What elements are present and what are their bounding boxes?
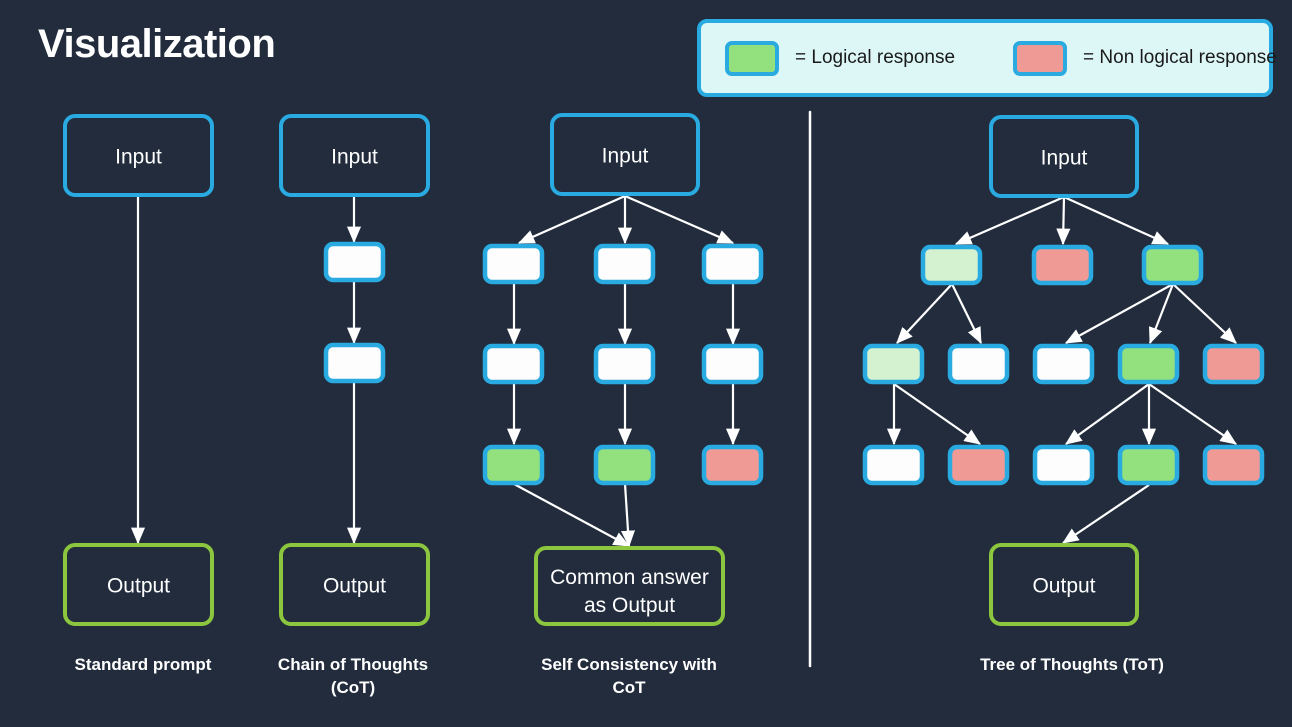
- arrow-self-consistency-with-cot-0: [517, 194, 626, 245]
- node-self-consistency-with-cot-branch-3-step-2[interactable]: [701, 343, 764, 385]
- arrow-tree-of-thoughts-12: [1148, 383, 1237, 445]
- node-label-standard-prompt-output: Output: [107, 575, 170, 598]
- node-tree-of-thoughts-level3-node-1[interactable]: [862, 444, 925, 486]
- page-title: Visualization: [38, 22, 276, 66]
- node-tree-of-thoughts-level1-node-3[interactable]: [1141, 244, 1204, 286]
- node-self-consistency-with-cot-output[interactable]: [534, 546, 725, 626]
- node-self-consistency-with-cot-branch-1-step-1[interactable]: [482, 243, 545, 285]
- arrow-self-consistency-with-cot-10: [620, 483, 636, 548]
- arrow-tree-of-thoughts-10: [1065, 383, 1150, 445]
- node-tree-of-thoughts-level1-node-1[interactable]: [920, 244, 983, 286]
- node-label-self-consistency-with-cot-output: Common answer: [550, 566, 709, 589]
- caption-standard-prompt: Standard prompt: [75, 655, 212, 674]
- node-standard-prompt-output[interactable]: [63, 543, 214, 626]
- node-self-consistency-with-cot-branch-2-step-1[interactable]: [593, 243, 656, 285]
- caption-self-consistency-with-cot: CoT: [612, 678, 646, 697]
- arrow-tree-of-thoughts-2: [1063, 195, 1170, 246]
- node-tree-of-thoughts-level3-node-4[interactable]: [1117, 444, 1180, 486]
- arrow-tree-of-thoughts-13: [1062, 484, 1150, 544]
- node-label-chain-of-thoughts-input: Input: [331, 146, 378, 169]
- arrow-tree-of-thoughts-1: [1056, 196, 1071, 246]
- legend-label-logical: = Logical response: [795, 47, 956, 68]
- node-tree-of-thoughts-level3-node-2[interactable]: [947, 444, 1010, 486]
- node-chain-of-thoughts-thought-2[interactable]: [323, 342, 386, 384]
- arrow-self-consistency-with-cot-2: [624, 194, 735, 245]
- legend-swatch-non-logical: [1013, 40, 1068, 76]
- node-chain-of-thoughts-input[interactable]: [279, 114, 430, 197]
- node-label-self-consistency-with-cot-output: as Output: [584, 594, 675, 617]
- caption-chain-of-thoughts: (CoT): [331, 678, 375, 697]
- node-tree-of-thoughts-output[interactable]: [989, 543, 1139, 626]
- node-tree-of-thoughts-level3-node-3[interactable]: [1032, 444, 1095, 486]
- arrow-tree-of-thoughts-5: [1065, 283, 1174, 344]
- legend-swatch-logical: [725, 40, 779, 76]
- legend-label-non-logical: = Non logical response: [1083, 47, 1277, 68]
- arrow-tree-of-thoughts-0: [954, 195, 1065, 246]
- node-self-consistency-with-cot-branch-3-answer[interactable]: [701, 444, 764, 486]
- node-label-self-consistency-with-cot-input: Input: [602, 145, 649, 168]
- node-chain-of-thoughts-thought-1[interactable]: [323, 241, 386, 283]
- node-self-consistency-with-cot-branch-3-step-1[interactable]: [701, 243, 764, 285]
- arrow-tree-of-thoughts-4: [951, 283, 982, 344]
- caption-chain-of-thoughts: Chain of Thoughts: [278, 655, 428, 674]
- node-self-consistency-with-cot-branch-2-step-2[interactable]: [593, 343, 656, 385]
- node-self-consistency-with-cot-branch-1-step-2[interactable]: [482, 343, 545, 385]
- node-tree-of-thoughts-level2-node-4[interactable]: [1117, 343, 1180, 385]
- node-tree-of-thoughts-level2-node-3[interactable]: [1032, 343, 1095, 385]
- caption-tree-of-thoughts: Tree of Thoughts (ToT): [980, 655, 1164, 674]
- node-label-standard-prompt-input: Input: [115, 146, 162, 169]
- legend-entry-non-logical: = Non logical response: [1013, 40, 1277, 76]
- node-label-tree-of-thoughts-output: Output: [1032, 575, 1095, 598]
- node-tree-of-thoughts-input[interactable]: [989, 115, 1139, 198]
- node-label-chain-of-thoughts-output: Output: [323, 575, 386, 598]
- node-tree-of-thoughts-level1-node-2[interactable]: [1031, 244, 1094, 286]
- legend-panel: = Logical response = Non logical respons…: [697, 19, 1277, 97]
- arrow-tree-of-thoughts-6: [1148, 283, 1175, 345]
- node-label-tree-of-thoughts-input: Input: [1041, 147, 1088, 170]
- node-standard-prompt-input[interactable]: [63, 114, 214, 197]
- node-chain-of-thoughts-output[interactable]: [279, 543, 430, 626]
- node-self-consistency-with-cot-branch-2-answer[interactable]: [593, 444, 656, 486]
- arrow-self-consistency-with-cot-9: [513, 483, 630, 547]
- caption-self-consistency-with-cot: Self Consistency with: [541, 655, 717, 674]
- node-self-consistency-with-cot-branch-1-answer[interactable]: [482, 444, 545, 486]
- node-self-consistency-with-cot-input[interactable]: [550, 113, 700, 196]
- legend-entry-logical: = Logical response: [725, 40, 956, 76]
- node-tree-of-thoughts-level3-node-5[interactable]: [1202, 444, 1265, 486]
- node-tree-of-thoughts-level2-node-5[interactable]: [1202, 343, 1265, 385]
- node-tree-of-thoughts-level2-node-2[interactable]: [947, 343, 1010, 385]
- node-tree-of-thoughts-level2-node-1[interactable]: [862, 343, 925, 385]
- arrow-tree-of-thoughts-7: [1172, 283, 1237, 344]
- arrow-tree-of-thoughts-9: [893, 383, 981, 445]
- arrow-tree-of-thoughts-3: [896, 283, 953, 344]
